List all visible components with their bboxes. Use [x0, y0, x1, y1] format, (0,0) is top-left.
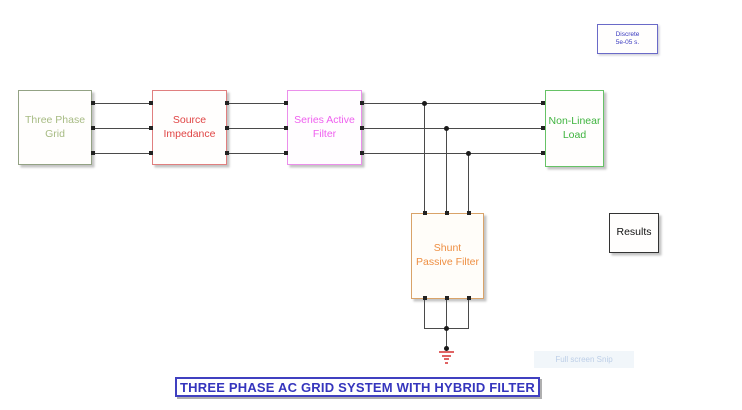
port-marker-19	[423, 211, 427, 215]
wire-phase-c-grid-to-source	[93, 153, 152, 154]
ground-bar-4	[444, 361, 448, 364]
junction-dot-5	[444, 346, 449, 351]
block-results-label: Results	[616, 226, 652, 239]
block-three-phase-grid-label: Three Phase Grid	[24, 113, 86, 140]
port-marker-14	[360, 126, 364, 130]
port-marker-15	[360, 151, 364, 155]
wire-phase-a-grid-to-source	[93, 103, 152, 104]
block-three-phase-grid[interactable]: Three Phase Grid	[18, 90, 92, 165]
port-marker-23	[445, 296, 449, 300]
wire-phase-c-tap-to-shunt	[468, 153, 469, 213]
port-marker-6	[149, 151, 153, 155]
wire-phase-b-source-to-saf	[227, 128, 287, 129]
port-marker-3	[91, 151, 95, 155]
block-source-impedance[interactable]: Source Impedance	[152, 90, 227, 165]
block-series-active-filter-label: Series Active Filter	[294, 113, 355, 140]
port-marker-21	[467, 211, 471, 215]
wire-shunt-out-c	[468, 299, 469, 328]
wire-phase-c-source-to-saf	[227, 153, 287, 154]
wire-phase-b-grid-to-source	[93, 128, 152, 129]
ground-bar-3	[443, 358, 449, 360]
port-marker-1	[91, 101, 95, 105]
title-annotation[interactable]: THREE PHASE AC GRID SYSTEM WITH HYBRID F…	[175, 377, 540, 397]
wire-phase-a-source-to-saf	[227, 103, 287, 104]
port-marker-8	[225, 126, 229, 130]
junction-dot-2	[444, 126, 449, 131]
powergui-label-line2: 5e-05 s.	[615, 39, 640, 46]
port-marker-16	[541, 101, 545, 105]
port-marker-2	[91, 126, 95, 130]
wire-phase-c-saf-to-load	[362, 153, 545, 154]
wire-shunt-out-b-to-ground	[446, 299, 447, 349]
port-marker-9	[225, 151, 229, 155]
wire-phase-b-tap-to-shunt	[446, 128, 447, 213]
port-marker-24	[467, 296, 471, 300]
wire-phase-a-saf-to-load	[362, 103, 545, 104]
port-marker-20	[445, 211, 449, 215]
port-marker-4	[149, 101, 153, 105]
block-powergui-discrete[interactable]: Discrete 5e-05 s.	[597, 24, 658, 54]
watermark-text: Full screen Snip	[555, 355, 613, 364]
junction-dot-4	[444, 326, 449, 331]
block-series-active-filter[interactable]: Series Active Filter	[287, 90, 362, 165]
port-marker-7	[225, 101, 229, 105]
port-marker-12	[284, 151, 288, 155]
title-annotation-text: THREE PHASE AC GRID SYSTEM WITH HYBRID F…	[180, 379, 535, 395]
wire-phase-b-saf-to-load	[362, 128, 545, 129]
powergui-label-line1: Discrete	[615, 30, 640, 38]
port-marker-11	[284, 126, 288, 130]
port-marker-22	[423, 296, 427, 300]
wire-phase-a-tap-to-shunt	[424, 103, 425, 213]
block-source-impedance-label: Source Impedance	[163, 113, 216, 140]
ground-bar-2	[441, 354, 451, 357]
block-non-linear-load[interactable]: Non-Linear Load	[545, 90, 604, 167]
block-non-linear-load-label: Non-Linear Load	[548, 114, 601, 141]
port-marker-10	[284, 101, 288, 105]
port-marker-13	[360, 101, 364, 105]
port-marker-5	[149, 126, 153, 130]
watermark-full-screen-snip: Full screen Snip	[534, 351, 634, 368]
wire-shunt-out-a	[424, 299, 425, 328]
ground-bar-1	[438, 351, 454, 353]
block-shunt-passive-filter-label: Shunt Passive Filter	[415, 242, 479, 268]
port-marker-17	[541, 126, 545, 130]
block-results[interactable]: Results	[609, 213, 659, 253]
block-shunt-passive-filter[interactable]: Shunt Passive Filter	[411, 213, 484, 299]
junction-dot-3	[466, 151, 471, 156]
port-marker-18	[541, 151, 545, 155]
junction-dot-1	[422, 101, 427, 106]
